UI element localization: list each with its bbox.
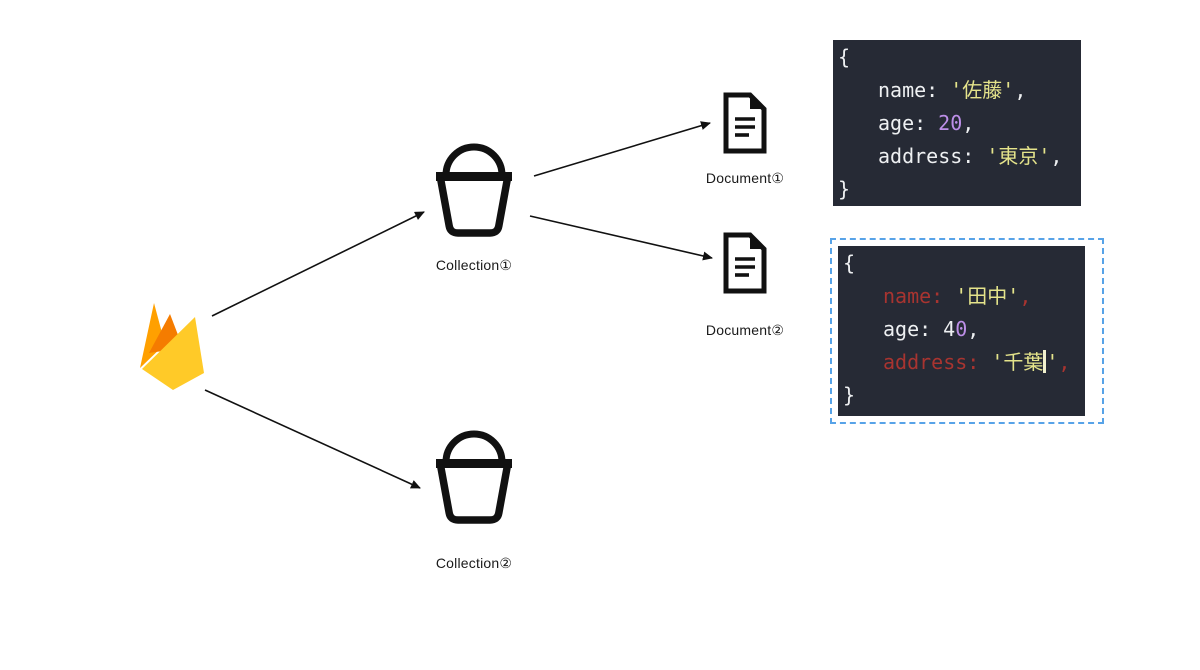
arrow-firebase-to-collection1: [211, 211, 425, 317]
brace-open: {: [843, 251, 856, 275]
code-line: }: [833, 173, 1081, 206]
collection2-label: Collection②: [435, 555, 513, 571]
code-string-value: '千葉: [991, 350, 1044, 374]
code-line: age: 40,: [838, 313, 1085, 346]
document2-label: Document②: [705, 322, 785, 338]
collection1-label: Collection①: [435, 257, 513, 273]
code-block-document1[interactable]: { name: '佐藤', age: 20, address: '東京', }: [833, 40, 1081, 206]
document1-node[interactable]: Document①: [700, 92, 790, 187]
code-line: address: '東京',: [833, 140, 1081, 173]
arrow-collection1-to-document1: [533, 121, 711, 177]
text-cursor: [1043, 350, 1047, 373]
document1-label: Document①: [705, 170, 785, 186]
code-number-value: 0: [955, 317, 968, 341]
code-string-value: '佐藤': [950, 78, 1015, 102]
code-line: age: 20,: [833, 107, 1081, 140]
brace-close: }: [838, 177, 851, 201]
code-line: {: [833, 41, 1081, 74]
brace-close: }: [843, 383, 856, 407]
firebase-flame-icon: [140, 303, 204, 390]
code-number-value: 20: [938, 111, 963, 135]
code-string-value: '東京': [986, 144, 1051, 168]
code-key: address:: [883, 350, 980, 374]
code-typed-digit: 4: [943, 317, 956, 341]
code-comma: ,: [1050, 144, 1063, 168]
code-string-close-quote: ': [1046, 350, 1059, 374]
code-comma: ,: [1058, 350, 1071, 374]
code-key: name:: [878, 78, 939, 102]
code-block-document2-selection[interactable]: { name: '田中', age: 40, address: '千葉', }: [830, 238, 1104, 424]
bucket-icon: [436, 143, 512, 237]
firebase-node[interactable]: [138, 302, 206, 390]
code-line: address: '千葉',: [838, 346, 1085, 379]
code-key: age:: [883, 317, 932, 341]
document-icon: [723, 232, 767, 294]
code-comma: ,: [1014, 78, 1027, 102]
code-block-document2[interactable]: { name: '田中', age: 40, address: '千葉', }: [838, 246, 1085, 416]
code-comma: ,: [962, 111, 975, 135]
arrow-collection1-to-document2: [529, 215, 713, 261]
code-key: address:: [878, 144, 975, 168]
code-line: name: '田中',: [838, 280, 1085, 313]
code-line: name: '佐藤',: [833, 74, 1081, 107]
code-string-value: '田中': [955, 284, 1020, 308]
code-key: name:: [883, 284, 944, 308]
code-key: age:: [878, 111, 927, 135]
code-comma: ,: [1019, 284, 1032, 308]
code-comma: ,: [967, 317, 980, 341]
brace-open: {: [838, 45, 851, 69]
arrow-firebase-to-collection2: [204, 389, 421, 489]
code-line: }: [838, 379, 1085, 412]
bucket-icon: [436, 430, 512, 524]
collection2-node[interactable]: Collection②: [412, 429, 536, 572]
document2-node[interactable]: Document②: [700, 232, 790, 339]
collection1-node[interactable]: Collection①: [412, 142, 536, 274]
document-icon: [723, 92, 767, 154]
code-line: {: [838, 247, 1085, 280]
